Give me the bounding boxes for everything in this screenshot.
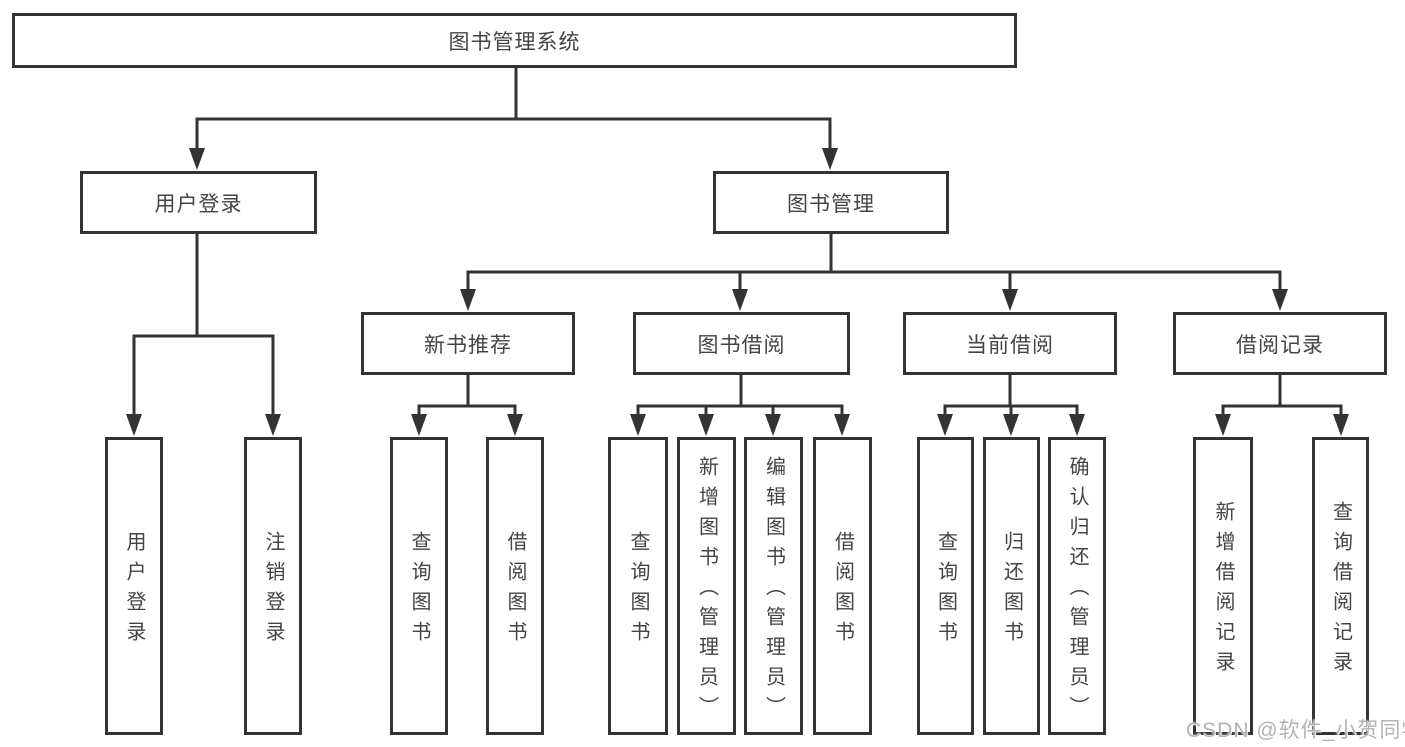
arrow-icon	[1333, 414, 1349, 436]
connector-book-borrow-split	[636, 375, 844, 417]
arrowheads	[126, 148, 1349, 436]
leaf-query-book-current-label: 查询图书	[934, 531, 957, 651]
leaf-borrow-book-recommend-label: 借阅图书	[504, 531, 526, 651]
node-current-borrow: 当前借阅	[903, 312, 1117, 375]
connector-user-login-split	[132, 234, 275, 416]
leaf-add-borrow-record: 新增借阅记录	[1193, 437, 1253, 735]
arrow-icon	[1003, 414, 1019, 436]
node-new-book-recommend: 新书推荐	[361, 312, 575, 375]
connector-new-book-split	[417, 375, 517, 417]
leaf-edit-book-admin-label: 编辑图书（管理员）	[762, 456, 785, 726]
leaf-user-login: 用户登录	[105, 437, 163, 735]
node-borrow-records-label: 借阅记录	[1236, 333, 1324, 357]
arrow-icon	[265, 414, 281, 436]
connector-borrow-records-split	[1221, 375, 1343, 417]
leaf-add-book-admin: 新增图书（管理员）	[677, 437, 736, 735]
leaf-logout: 注销登录	[244, 437, 302, 735]
leaf-query-book-current: 查询图书	[917, 437, 974, 735]
arrow-icon	[460, 289, 476, 311]
arrow-icon	[1272, 289, 1288, 311]
leaf-confirm-return-admin: 确认归还（管理员）	[1048, 437, 1106, 735]
node-book-management: 图书管理	[713, 171, 949, 234]
arrow-icon	[1215, 414, 1231, 436]
leaf-return-book: 归还图书	[983, 437, 1040, 735]
arrow-icon	[698, 414, 714, 436]
arrow-icon	[765, 414, 781, 436]
arrow-icon	[507, 414, 523, 436]
leaf-query-book-recommend: 查询图书	[390, 437, 448, 735]
connector-root-split	[195, 68, 832, 150]
leaf-edit-book-admin: 编辑图书（管理员）	[744, 437, 803, 735]
node-root-label: 图书管理系统	[448, 30, 581, 54]
arrow-icon	[189, 148, 205, 170]
leaf-logout-label: 注销登录	[262, 531, 284, 651]
arrow-icon	[630, 414, 646, 436]
connector-book-management-split	[466, 234, 1282, 293]
arrow-icon	[937, 414, 953, 436]
node-new-book-recommend-label: 新书推荐	[424, 333, 512, 357]
node-book-borrow: 图书借阅	[633, 312, 850, 375]
leaf-query-borrow-record: 查询借阅记录	[1312, 437, 1369, 735]
arrow-icon	[1069, 414, 1085, 436]
leaf-borrow-book-borrow-label: 借阅图书	[831, 531, 854, 651]
arrow-icon	[834, 414, 850, 436]
node-root: 图书管理系统	[12, 13, 1017, 68]
node-current-borrow-label: 当前借阅	[966, 333, 1054, 357]
connector-current-borrow-split	[943, 375, 1079, 417]
leaf-user-login-label: 用户登录	[123, 531, 145, 651]
leaf-borrow-book-recommend: 借阅图书	[486, 437, 544, 735]
leaf-query-borrow-record-label: 查询借阅记录	[1329, 501, 1352, 681]
node-book-management-label: 图书管理	[787, 192, 875, 216]
node-user-login-branch-label: 用户登录	[154, 192, 243, 216]
arrow-icon	[822, 148, 838, 170]
leaf-add-borrow-record-label: 新增借阅记录	[1212, 501, 1234, 681]
leaf-confirm-return-admin-label: 确认归还（管理员）	[1066, 456, 1088, 726]
node-user-login-branch: 用户登录	[80, 171, 317, 234]
leaf-query-book-recommend-label: 查询图书	[408, 531, 430, 651]
watermark: CSDN @软件_小贺同学	[1186, 719, 1405, 742]
leaf-query-book-borrow: 查询图书	[608, 437, 668, 735]
leaf-borrow-book-borrow: 借阅图书	[813, 437, 872, 735]
arrow-icon	[1002, 289, 1018, 311]
arrow-icon	[126, 414, 142, 436]
leaf-return-book-label: 归还图书	[1000, 531, 1023, 651]
leaf-query-book-borrow-label: 查询图书	[627, 531, 649, 651]
arrow-icon	[732, 289, 748, 311]
node-book-borrow-label: 图书借阅	[697, 333, 786, 357]
arrow-icon	[411, 414, 427, 436]
leaf-add-book-admin-label: 新增图书（管理员）	[695, 456, 718, 726]
node-borrow-records: 借阅记录	[1173, 312, 1387, 375]
